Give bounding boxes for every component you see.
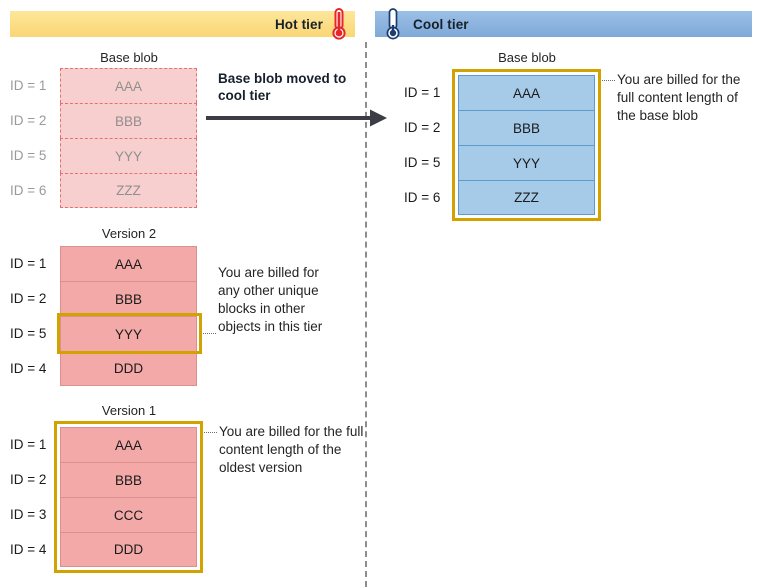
id-label: ID = 1 — [404, 85, 441, 100]
group-title-cool-base-blob: Base blob — [498, 50, 556, 65]
leader-line-version-2 — [203, 333, 216, 334]
id-label: ID = 5 — [404, 155, 441, 170]
id-label: ID = 2 — [10, 472, 47, 487]
id-column-hot-base-blob: ID = 1 ID = 2 ID = 5 ID = 6 — [10, 68, 46, 208]
block-row: BBB — [458, 110, 595, 145]
group-title-version-2: Version 2 — [101, 226, 157, 241]
leader-line-cool-base-blob — [602, 80, 615, 81]
hot-tier-band: Hot tier — [10, 8, 355, 40]
id-label: ID = 6 — [10, 183, 47, 198]
block-stack-hot-base-blob: AAA BBB YYY ZZZ — [60, 68, 197, 208]
annotation-version-1: You are billed for the full content leng… — [219, 424, 364, 475]
id-column-version-2: ID = 1 ID = 2 ID = 5 ID = 4 — [10, 246, 46, 386]
id-label: ID = 4 — [10, 542, 47, 557]
block-stack-version-2: AAA BBB YYY DDD — [60, 246, 197, 386]
highlight-box-cool-base-blob: AAA BBB YYY ZZZ — [452, 69, 601, 221]
annotation-version-2: You are billed for any other unique bloc… — [218, 265, 323, 334]
id-label: ID = 1 — [10, 78, 47, 93]
block-row: DDD — [60, 532, 197, 567]
cool-tier-band: Cool tier — [375, 8, 752, 40]
block-row: BBB — [60, 462, 197, 497]
block-row: YYY — [60, 316, 197, 351]
id-label: ID = 6 — [404, 190, 441, 205]
highlight-box-version-2-row — [57, 313, 202, 354]
id-label: ID = 1 — [10, 256, 47, 271]
block-row: ZZZ — [458, 180, 595, 215]
block-row: AAA — [60, 427, 197, 462]
transition-label: Base blob moved to cool tier — [218, 71, 347, 103]
id-label: ID = 2 — [10, 113, 47, 128]
block-row: BBB — [60, 103, 197, 138]
annotation-cool-base-blob: You are billed for the full content leng… — [617, 72, 741, 123]
highlight-box-version-1: AAA BBB CCC DDD — [54, 421, 203, 573]
block-row: CCC — [60, 497, 197, 532]
block-row: AAA — [60, 68, 197, 103]
block-row: YYY — [60, 138, 197, 173]
block-row: AAA — [458, 75, 595, 110]
thermometer-cool-icon — [385, 7, 401, 41]
hot-tier-label: Hot tier — [274, 16, 323, 32]
cool-tier-label: Cool tier — [413, 16, 469, 32]
id-column-version-1: ID = 1 ID = 2 ID = 3 ID = 4 — [10, 427, 46, 567]
block-stack-cool-base-blob: AAA BBB YYY ZZZ — [458, 75, 595, 215]
id-label: ID = 5 — [10, 326, 47, 341]
id-column-cool-base-blob: ID = 1 ID = 2 ID = 5 ID = 6 — [404, 75, 440, 215]
arrow-right-icon — [206, 108, 388, 128]
thermometer-hot-icon — [331, 7, 347, 41]
id-label: ID = 1 — [10, 437, 47, 452]
leader-line-version-1 — [204, 432, 217, 433]
id-label: ID = 3 — [10, 507, 47, 522]
group-title-version-1: Version 1 — [101, 403, 157, 418]
id-label: ID = 5 — [10, 148, 47, 163]
block-stack-version-1: AAA BBB CCC DDD — [60, 427, 197, 567]
tier-divider — [365, 42, 367, 587]
block-row: AAA — [60, 246, 197, 281]
id-label: ID = 2 — [404, 120, 441, 135]
id-label: ID = 2 — [10, 291, 47, 306]
block-row: BBB — [60, 281, 197, 316]
block-row: DDD — [60, 351, 197, 386]
id-label: ID = 4 — [10, 361, 47, 376]
group-title-hot-base-blob: Base blob — [100, 50, 158, 65]
block-row: YYY — [458, 145, 595, 180]
block-row: ZZZ — [60, 173, 197, 208]
